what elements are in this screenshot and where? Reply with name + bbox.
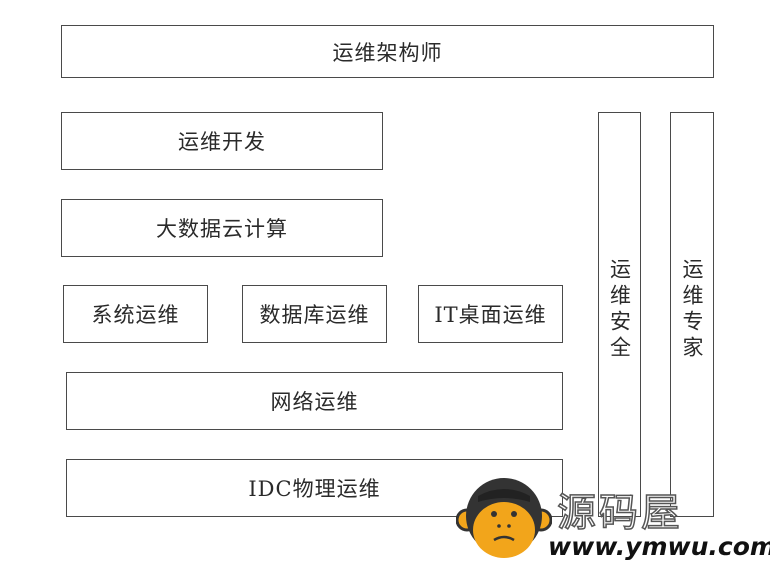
bigdata-cloud-box: 大数据云计算: [61, 199, 383, 257]
bigdata-cloud-label: 大数据云计算: [156, 217, 288, 241]
it-desktop-ops-label: IT桌面运维: [434, 303, 547, 327]
idc-physical-ops-label: IDC物理运维: [248, 477, 381, 501]
database-ops-label: 数据库运维: [259, 303, 370, 327]
ops-dev-label: 运维开发: [178, 130, 266, 154]
system-ops-box: 系统运维: [63, 285, 208, 343]
monkey-logo-icon: [456, 478, 552, 558]
system-ops-label: 系统运维: [91, 303, 180, 327]
ops-dev-box: 运维开发: [61, 112, 383, 170]
watermark-url: www.ymwu.com: [548, 532, 770, 561]
ops-security-label: 运维安全: [607, 258, 632, 362]
ops-expert-column: 运维专家: [670, 112, 714, 517]
it-desktop-ops-box: IT桌面运维: [418, 285, 563, 343]
ops-architect-box: 运维架构师: [61, 25, 714, 78]
ops-security-column: 运维安全: [598, 112, 641, 517]
watermark-site-name: 源码屋: [556, 490, 684, 537]
ops-architect-label: 运维架构师: [332, 40, 443, 65]
network-ops-box: 网络运维: [66, 372, 563, 430]
ops-expert-label: 运维专家: [680, 258, 704, 362]
network-ops-label: 网络运维: [270, 390, 359, 414]
database-ops-box: 数据库运维: [242, 285, 387, 343]
